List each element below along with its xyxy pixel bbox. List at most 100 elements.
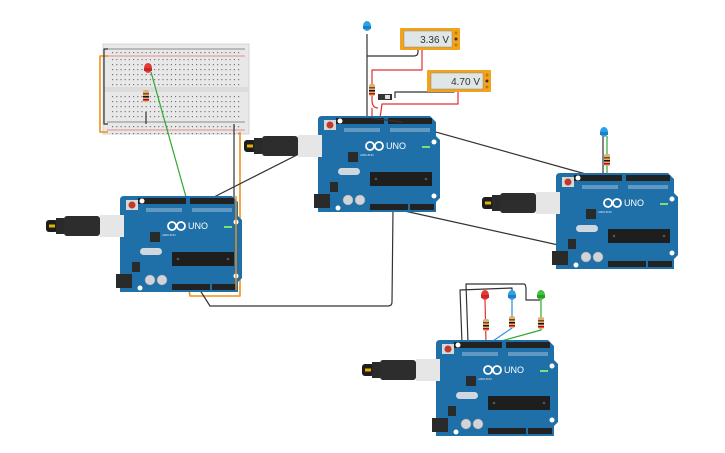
breadboard-hole[interactable]: [191, 79, 193, 81]
breadboard-hole[interactable]: [200, 79, 202, 81]
breadboard-hole[interactable]: [145, 79, 147, 81]
breadboard-hole[interactable]: [120, 52, 122, 54]
breadboard-hole[interactable]: [233, 52, 235, 54]
breadboard-hole[interactable]: [229, 101, 231, 103]
breadboard-hole[interactable]: [217, 101, 219, 103]
breadboard-hole[interactable]: [120, 96, 122, 98]
breadboard-hole[interactable]: [133, 79, 135, 81]
breadboard-hole[interactable]: [179, 84, 181, 86]
breadboard-hole[interactable]: [154, 111, 156, 113]
breadboard-hole[interactable]: [141, 74, 143, 76]
breadboard-hole[interactable]: [166, 111, 168, 113]
breadboard-hole[interactable]: [179, 59, 181, 61]
breadboard-hole[interactable]: [187, 101, 189, 103]
breadboard-hole[interactable]: [116, 69, 118, 71]
breadboard-hole[interactable]: [158, 126, 160, 128]
breadboard-hole[interactable]: [191, 69, 193, 71]
breadboard-hole[interactable]: [175, 79, 177, 81]
breadboard-hole[interactable]: [179, 133, 181, 135]
breadboard-hole[interactable]: [133, 111, 135, 113]
breadboard-hole[interactable]: [212, 111, 214, 113]
breadboard-hole[interactable]: [124, 64, 126, 66]
breadboard-hole[interactable]: [116, 111, 118, 113]
breadboard-hole[interactable]: [229, 69, 231, 71]
breadboard-hole[interactable]: [233, 116, 235, 118]
breadboard-hole[interactable]: [149, 79, 151, 81]
breadboard-hole[interactable]: [212, 59, 214, 61]
wire-black[interactable]: [195, 209, 394, 307]
top-resistor[interactable]: [369, 84, 375, 96]
breadboard-hole[interactable]: [183, 101, 185, 103]
breadboard-hole[interactable]: [187, 111, 189, 113]
breadboard-hole[interactable]: [158, 133, 160, 135]
breadboard-hole[interactable]: [204, 74, 206, 76]
breadboard-hole[interactable]: [112, 106, 114, 108]
breadboard-hole[interactable]: [154, 74, 156, 76]
breadboard-hole[interactable]: [200, 106, 202, 108]
breadboard-hole[interactable]: [137, 64, 139, 66]
breadboard-hole[interactable]: [187, 64, 189, 66]
breadboard-led[interactable]: [144, 63, 152, 73]
breadboard-hole[interactable]: [212, 69, 214, 71]
breadboard-hole[interactable]: [229, 84, 231, 86]
breadboard-hole[interactable]: [124, 84, 126, 86]
breadboard-hole[interactable]: [133, 59, 135, 61]
breadboard-hole[interactable]: [179, 69, 181, 71]
breadboard-hole[interactable]: [187, 59, 189, 61]
breadboard-hole[interactable]: [124, 116, 126, 118]
breadboard-hole[interactable]: [141, 96, 143, 98]
breadboard-hole[interactable]: [166, 116, 168, 118]
breadboard-hole[interactable]: [175, 64, 177, 66]
breadboard-hole[interactable]: [233, 69, 235, 71]
breadboard-hole[interactable]: [170, 133, 172, 135]
breadboard-hole[interactable]: [200, 74, 202, 76]
breadboard-hole[interactable]: [175, 126, 177, 128]
breadboard-hole[interactable]: [179, 106, 181, 108]
breadboard-hole[interactable]: [116, 74, 118, 76]
breadboard-hole[interactable]: [208, 111, 210, 113]
breadboard-hole[interactable]: [204, 101, 206, 103]
breadboard-hole[interactable]: [116, 101, 118, 103]
breadboard-hole[interactable]: [191, 52, 193, 54]
breadboard-hole[interactable]: [149, 84, 151, 86]
breadboard-hole[interactable]: [145, 59, 147, 61]
breadboard-hole[interactable]: [112, 111, 114, 113]
breadboard-hole[interactable]: [128, 64, 130, 66]
breadboard-hole[interactable]: [166, 101, 168, 103]
breadboard-hole[interactable]: [229, 79, 231, 81]
breadboard-hole[interactable]: [166, 69, 168, 71]
breadboard-hole[interactable]: [191, 133, 193, 135]
breadboard-hole[interactable]: [204, 116, 206, 118]
breadboard-hole[interactable]: [200, 111, 202, 113]
breadboard-hole[interactable]: [204, 106, 206, 108]
breadboard-hole[interactable]: [196, 74, 198, 76]
breadboard-hole[interactable]: [133, 96, 135, 98]
breadboard-hole[interactable]: [116, 79, 118, 81]
breadboard-hole[interactable]: [221, 79, 223, 81]
breadboard-hole[interactable]: [149, 106, 151, 108]
breadboard-hole[interactable]: [217, 106, 219, 108]
breadboard-hole[interactable]: [116, 116, 118, 118]
breadboard-hole[interactable]: [154, 52, 156, 54]
breadboard-hole[interactable]: [154, 101, 156, 103]
breadboard-hole[interactable]: [170, 64, 172, 66]
breadboard-hole[interactable]: [128, 106, 130, 108]
wire-red[interactable]: [371, 50, 423, 84]
breadboard-hole[interactable]: [137, 126, 139, 128]
breadboard-hole[interactable]: [124, 59, 126, 61]
breadboard-hole[interactable]: [116, 52, 118, 54]
breadboard-hole[interactable]: [221, 52, 223, 54]
breadboard-hole[interactable]: [158, 52, 160, 54]
breadboard-hole[interactable]: [170, 101, 172, 103]
breadboard-hole[interactable]: [204, 84, 206, 86]
breadboard-hole[interactable]: [170, 59, 172, 61]
breadboard-hole[interactable]: [112, 133, 114, 135]
breadboard-hole[interactable]: [141, 106, 143, 108]
breadboard-hole[interactable]: [162, 106, 164, 108]
breadboard-hole[interactable]: [128, 84, 130, 86]
breadboard-hole[interactable]: [204, 96, 206, 98]
breadboard-hole[interactable]: [158, 106, 160, 108]
breadboard-hole[interactable]: [124, 79, 126, 81]
breadboard-hole[interactable]: [137, 74, 139, 76]
breadboard-hole[interactable]: [229, 133, 231, 135]
